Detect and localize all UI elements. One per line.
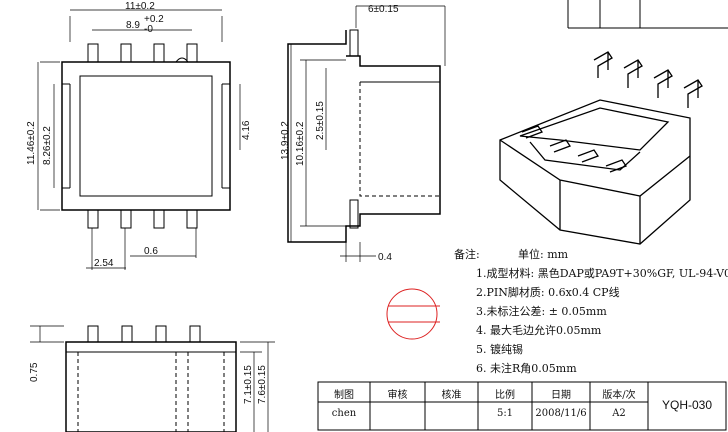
- notes-header: 备注:: [454, 248, 480, 261]
- tb-value-scale: 5:1: [496, 408, 514, 419]
- dim-top-width: 11±0.2: [125, 1, 155, 12]
- title-block-grid: [317, 0, 728, 431]
- dim-side-pin-thickness: 0.4: [378, 252, 392, 263]
- dim-top-inner-width: 8.9: [126, 20, 140, 31]
- tb-part-number: YQH-030: [661, 398, 713, 412]
- dim-top-height: 11.46±0.2: [26, 121, 37, 165]
- tb-value-date: 2008/11/6: [535, 408, 587, 419]
- dim-side-step: 2.5±0.15: [315, 101, 326, 140]
- projection-symbol: [386, 288, 440, 340]
- tb-header-scale: 比例: [495, 390, 515, 401]
- dim-pin-width: 0.6: [144, 246, 158, 257]
- note-item-1: 1.成型材料: 黑色DAP或PA9T+30%GF, UL-94-V0: [476, 267, 728, 280]
- side-view: [287, 5, 446, 262]
- tb-header-version: 版本/次: [602, 390, 636, 401]
- front-view: [30, 325, 275, 432]
- dim-pitch: 2.54: [94, 258, 114, 269]
- dim-top-notch: 4.16: [241, 120, 252, 140]
- note-item-3: 3.未标注公差: ± 0.05mm: [476, 305, 607, 318]
- dim-side-inner-height: 10.16±0.2: [295, 121, 306, 166]
- isometric-view: [499, 51, 703, 245]
- dim-top-inner-width-tol-plus: +0.2: [144, 14, 164, 25]
- dim-side-height: 13.9±0.2: [280, 121, 291, 160]
- dim-top-inner-width-tol-minus: -0: [144, 24, 153, 35]
- tb-header-date: 日期: [551, 390, 571, 401]
- notes-unit: 单位: mm: [518, 248, 569, 261]
- tb-value-version: A2: [612, 408, 626, 419]
- tb-header-drawn: 制图: [334, 390, 354, 401]
- dim-top-inner-height: 8.26±0.2: [42, 126, 53, 165]
- note-item-4: 4. 最大毛边允许0.05mm: [476, 324, 602, 337]
- note-item-6: 6. 未注R角0.05mm: [476, 362, 577, 375]
- dim-side-depth: 6±0.15: [368, 4, 399, 15]
- dim-front-h2: 7.6±0.15: [257, 365, 268, 404]
- tb-header-review: 审核: [387, 390, 408, 401]
- note-item-5: 5. 镀纯锡: [476, 343, 523, 356]
- note-item-2: 2.PIN脚材质: 0.6x0.4 CP线: [476, 286, 620, 299]
- dim-front-h1: 7.1±0.15: [243, 365, 254, 404]
- tb-header-approve: 核准: [441, 390, 462, 401]
- dim-front-pin-len: 0.75: [29, 362, 40, 382]
- tb-value-drawn: chen: [331, 408, 357, 419]
- top-view: [37, 9, 241, 270]
